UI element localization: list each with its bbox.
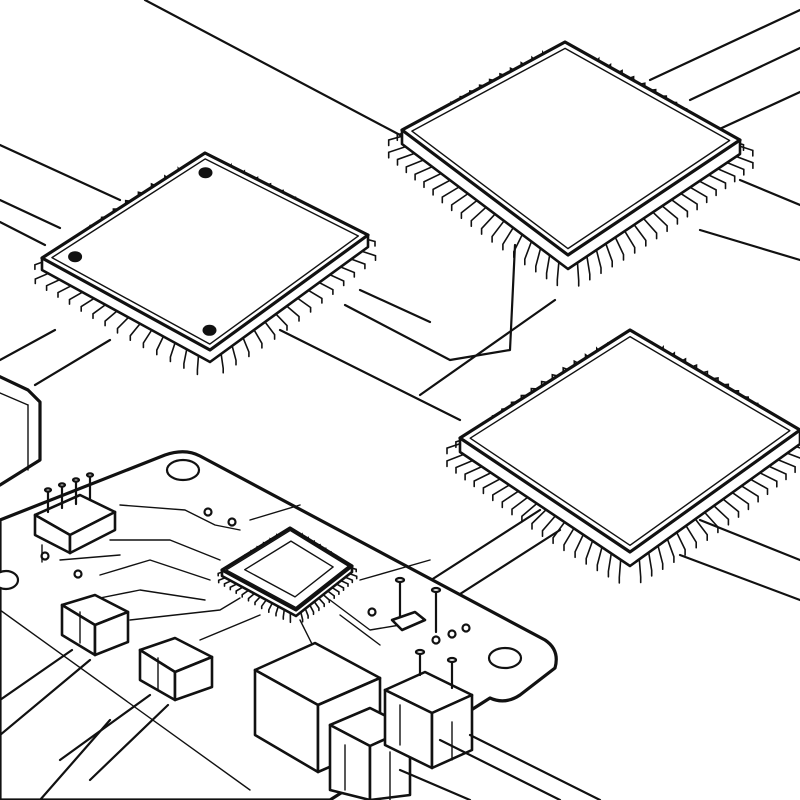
corner-mark — [68, 251, 83, 263]
connector-b — [38, 636, 214, 800]
chip-die — [244, 540, 334, 598]
chip-top-right — [387, 40, 754, 287]
wire — [0, 143, 122, 202]
wire — [0, 220, 47, 247]
side-connector-block — [0, 374, 42, 487]
wire — [698, 228, 800, 262]
mount-hole — [165, 458, 201, 482]
wire — [678, 553, 800, 602]
wire — [738, 178, 800, 207]
wire — [278, 328, 462, 422]
chips-layer — [34, 40, 800, 584]
mount-hole — [0, 569, 20, 591]
wire — [0, 328, 57, 362]
upright-pins — [390, 576, 442, 634]
connector-a — [0, 593, 130, 737]
board-chip — [217, 526, 358, 624]
wire — [33, 338, 112, 387]
wire — [0, 198, 62, 230]
wire — [143, 0, 402, 137]
chip-left — [34, 151, 377, 376]
wire — [358, 288, 432, 324]
wire — [698, 518, 800, 562]
chip-top — [40, 151, 370, 352]
corner-mark — [198, 167, 213, 179]
chip-top — [458, 328, 800, 554]
chip-top — [400, 40, 742, 257]
chip-board-small — [217, 526, 358, 624]
circuit-board — [0, 450, 602, 800]
background-wires — [0, 0, 800, 612]
mount-hole — [487, 646, 523, 670]
pin-header — [33, 472, 117, 563]
wire — [688, 46, 800, 102]
chip-mid-right — [446, 328, 800, 584]
wire — [648, 8, 800, 82]
wire — [418, 298, 557, 397]
wire — [343, 243, 517, 362]
board-traces — [40, 504, 471, 661]
board-edge — [0, 609, 251, 791]
socket-connector-right — [383, 648, 602, 800]
corner-mark — [202, 324, 217, 336]
